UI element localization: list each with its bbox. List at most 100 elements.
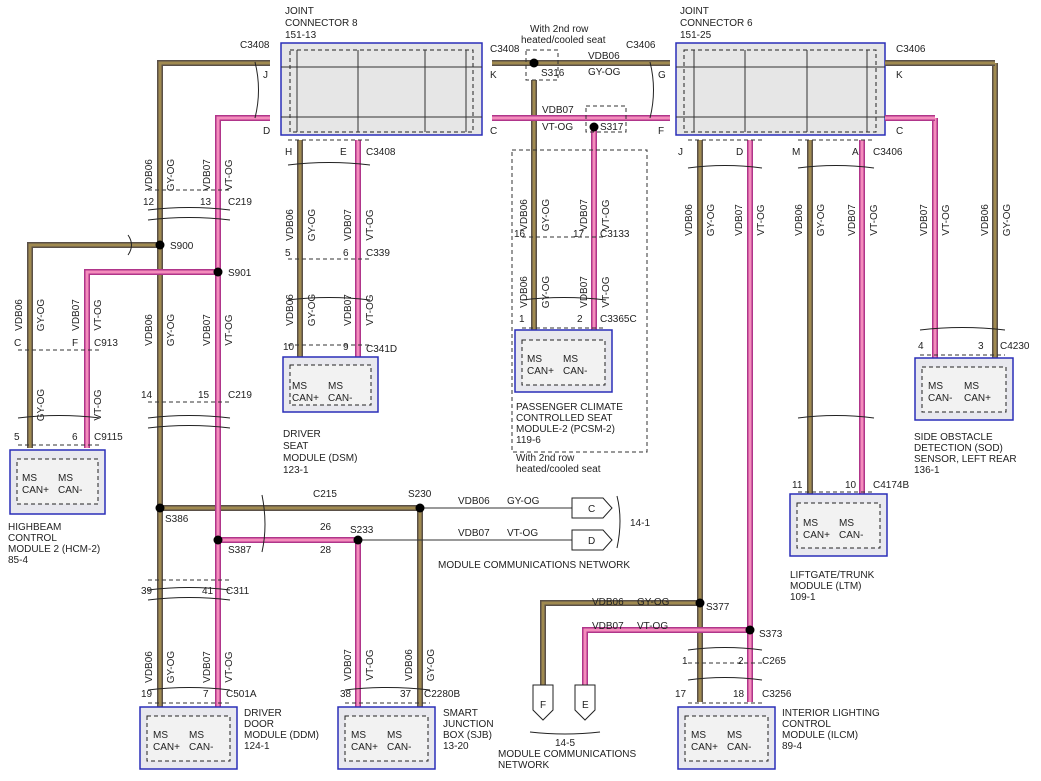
wire-label-vdb06: VDB06: [519, 199, 530, 231]
sod-can-minus-label: CAN-: [928, 393, 952, 404]
pin-k-mid: K: [490, 70, 497, 81]
dsm-can-plus-label: CAN+: [292, 393, 319, 404]
wire-vdb06-top: VDB06: [588, 51, 620, 62]
pin-19: 19: [141, 689, 153, 700]
pin-10-dsm: 10: [283, 342, 295, 353]
ltm-l2: MODULE (LTM): [790, 581, 861, 592]
conn-c4230: C4230: [1000, 341, 1030, 352]
splice-s317: S317: [600, 122, 624, 133]
ilcm-ref: 89-4: [782, 741, 802, 752]
wire-gyog-top: GY-OG: [588, 67, 621, 78]
pin-3-sod: 3: [978, 341, 984, 352]
wire-label-gy-og: GY-OG: [541, 199, 552, 232]
wire-label-vdb06: VDB06: [285, 294, 296, 326]
hcm-ref: 85-4: [8, 555, 28, 566]
pin-11-ltm: 11: [792, 480, 803, 491]
conn-c219-top: C219: [228, 197, 252, 208]
ddm-l3: MODULE (DDM): [244, 730, 319, 741]
wire-label-vt-og: VT-OG: [756, 204, 767, 235]
wire-label-vt-og: VT-OG: [93, 389, 104, 420]
twist-markers: [17, 61, 1006, 691]
ilcm-can-plus-label: CAN+: [691, 742, 718, 753]
wire-label-gy-og: GY-OG: [426, 649, 437, 682]
wire-label-gy-og: GY-OG: [36, 299, 47, 332]
splice-s387: S387: [228, 545, 252, 556]
pin-d-jc6: D: [736, 147, 743, 158]
wire-label-vt-og: VT-OG: [601, 276, 612, 307]
hcm-can-minus-label: CAN-: [58, 485, 82, 496]
ilcm-l3: MODULE (ILCM): [782, 730, 858, 741]
pcsm-can-minus-label: CAN-: [563, 366, 587, 377]
pin-k-right: K: [896, 70, 903, 81]
splice-s373: S373: [759, 629, 783, 640]
wire-label-vdb06: VDB06: [684, 204, 695, 236]
pin-37: 37: [400, 689, 412, 700]
pcsm-can-plus-label: CAN+: [527, 366, 554, 377]
conn-c4174b: C4174B: [873, 480, 909, 491]
pin-1-pcsm: 1: [519, 314, 525, 325]
wire-vtog-top: VT-OG: [542, 122, 573, 133]
flag-e: E: [582, 700, 589, 711]
wire-label-gy-og: GY-OG: [166, 159, 177, 192]
pcsm-ms-label: MS: [563, 354, 578, 365]
splice-dots: [155, 58, 755, 635]
pin-16: 16: [514, 229, 526, 240]
wire-gyog-net: GY-OG: [507, 496, 540, 507]
wire-label-vt-og: VT-OG: [601, 199, 612, 230]
ddm-ref: 124-1: [244, 741, 270, 752]
wire-label-vdb06: VDB06: [980, 204, 991, 236]
sjb-l3: BOX (SJB): [443, 730, 492, 741]
pcsm-l1: PASSENGER CLIMATE: [516, 402, 623, 413]
hcm-can-plus-label: CAN+: [22, 485, 49, 496]
conn-c3408-mid: C3408: [490, 44, 520, 55]
ilcm-ms-label: MS: [691, 730, 706, 741]
conn-c3133: C3133: [600, 229, 630, 240]
pin-26: 26: [320, 522, 332, 533]
dsm-ms-label: MS: [328, 381, 343, 392]
conn-c3256: C3256: [762, 689, 792, 700]
network-label-right: MODULE COMMUNICATIONS NETWORK: [438, 560, 630, 571]
wire-label-vt-og: VT-OG: [941, 204, 952, 235]
wire-label-vt-og: VT-OG: [365, 209, 376, 240]
conn-c339: C339: [366, 248, 390, 259]
pin-6-dsm: 6: [343, 248, 349, 259]
hcm-l3: MODULE 2 (HCM-2): [8, 544, 100, 555]
wire-label-vdb07: VDB07: [202, 314, 213, 346]
splice-s233: S233: [350, 525, 374, 536]
wire-label-vdb07: VDB07: [579, 276, 590, 308]
pcsm-ms-label: MS: [527, 354, 542, 365]
note-top-2: heated/cooled seat: [521, 35, 606, 46]
pin-h: H: [285, 147, 292, 158]
wire-vdb06-net: VDB06: [458, 496, 490, 507]
wire-label-vdb07: VDB07: [343, 209, 354, 241]
joint-connector-8: [280, 42, 483, 136]
hcm-ms-label: MS: [22, 473, 37, 484]
wire-label-vdb06: VDB06: [794, 204, 805, 236]
pin-15: 15: [198, 390, 210, 401]
pin-4-sod: 4: [918, 341, 924, 352]
ltm-ref: 109-1: [790, 592, 816, 603]
module-boxes: [9, 329, 1014, 770]
sod-ref: 136-1: [914, 465, 940, 476]
labels: JOINT CONNECTOR 8 151-13 JOINT CONNECTOR…: [8, 6, 1030, 771]
network-flags: [529, 495, 621, 735]
conn-c3408-dsm: C3408: [366, 147, 396, 158]
pin-f-hcm: F: [72, 338, 78, 349]
ltm-l1: LIFTGATE/TRUNK: [790, 570, 875, 581]
network-label-bottom1: MODULE COMMUNICATIONS: [498, 749, 636, 760]
dsm-l3: MODULE (DSM): [283, 453, 357, 464]
hcm-ms-label: MS: [58, 473, 73, 484]
wire-label-vdb07: VDB07: [579, 199, 590, 231]
conn-c9115: C9115: [94, 432, 123, 443]
ddm-ms-label: MS: [153, 730, 168, 741]
wire-vdb07-net: VDB07: [458, 528, 490, 539]
pin-2-pcsm: 2: [577, 314, 583, 325]
pin-39: 39: [141, 586, 153, 597]
conn-c219-mid: C219: [228, 390, 252, 401]
network-label-bottom2: NETWORK: [498, 760, 549, 771]
pin-17: 17: [573, 229, 585, 240]
wire-gyog-s377: GY-OG: [637, 597, 670, 608]
conn-c341d: C341D: [366, 344, 397, 355]
dsm-ref: 123-1: [283, 465, 309, 476]
splice-s230: S230: [408, 489, 432, 500]
